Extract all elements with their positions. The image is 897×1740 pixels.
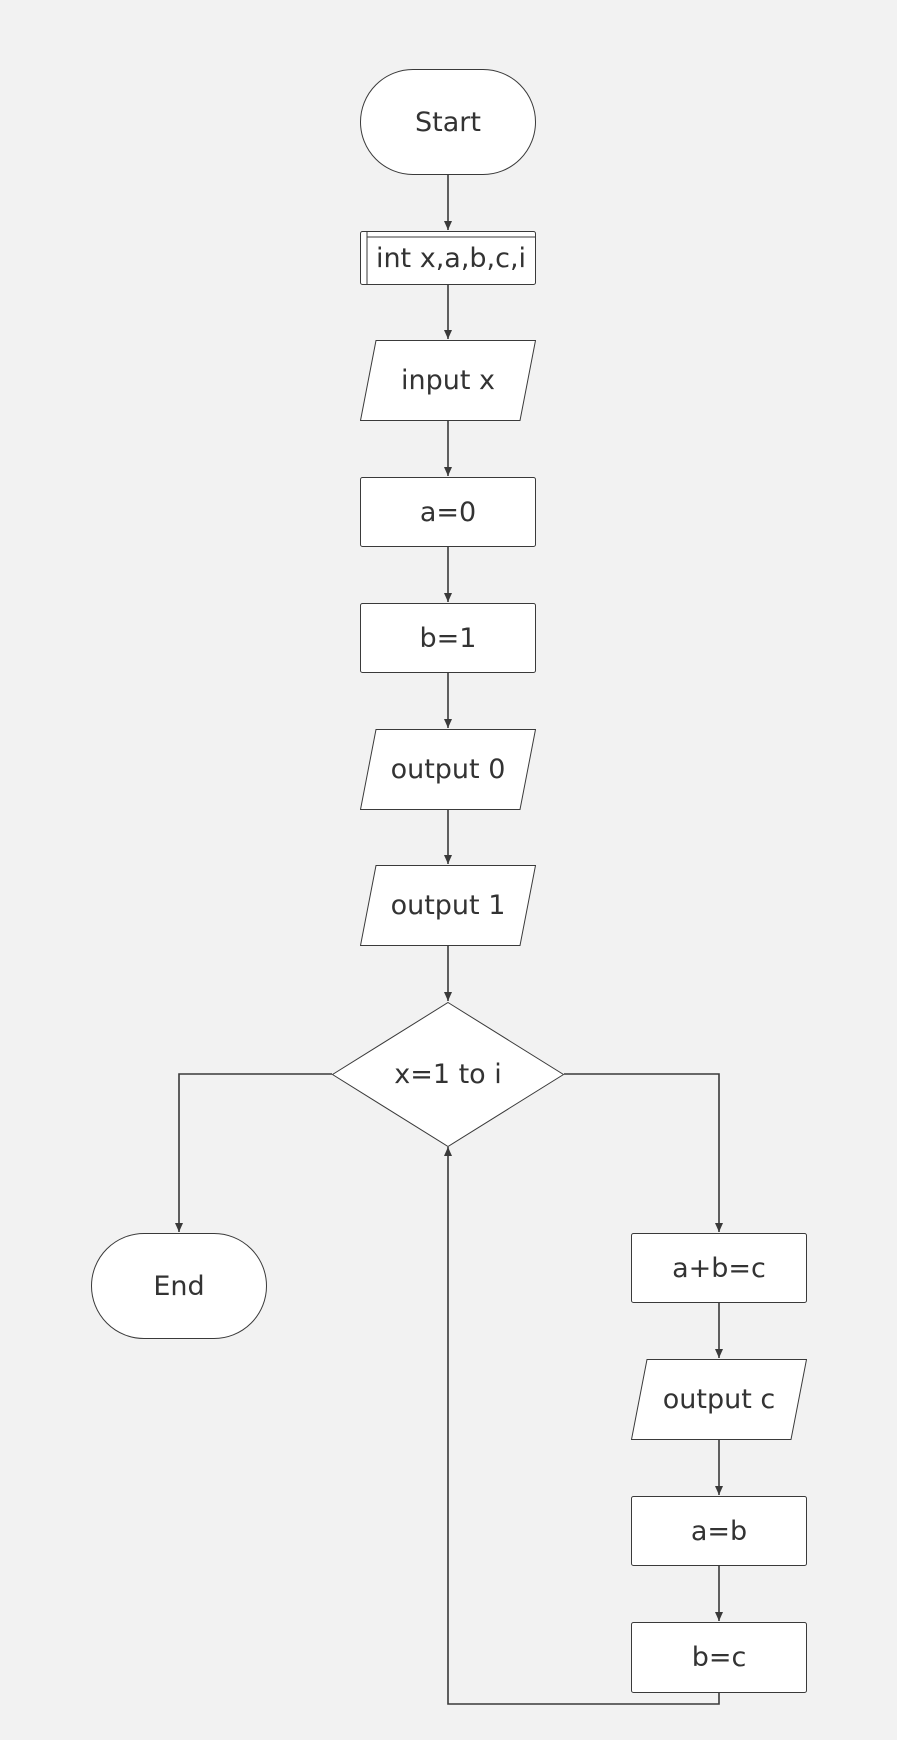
loop-decision-diamond: x=1 to i — [332, 1002, 564, 1147]
declare-label: int x,a,b,c,i — [375, 242, 527, 274]
sum-label: a+b=c — [672, 1252, 766, 1284]
output-0-label: output 0 — [390, 754, 506, 785]
a-init-label: a=0 — [419, 496, 477, 528]
a-update-process: a=b — [631, 1496, 807, 1566]
a-update-label: a=b — [690, 1515, 748, 1547]
output-c-label: output c — [662, 1384, 776, 1415]
start-terminator: Start — [360, 69, 536, 175]
output-1-label: output 1 — [390, 890, 506, 921]
a-init-process: a=0 — [360, 477, 536, 547]
output-c-parallelogram: output c — [631, 1359, 807, 1440]
end-label: End — [153, 1270, 205, 1302]
start-label: Start — [415, 106, 481, 138]
edge-bupdate-loop — [444, 1147, 720, 1705]
b-init-label: b=1 — [419, 622, 477, 654]
end-terminator: End — [91, 1233, 267, 1339]
output-0-parallelogram: output 0 — [360, 729, 536, 810]
edge-loop-sum — [564, 1073, 723, 1232]
b-update-label: b=c — [691, 1642, 747, 1673]
input-x-label: input x — [400, 365, 495, 396]
b-update-process: b=c — [631, 1622, 807, 1693]
b-init-process: b=1 — [360, 603, 536, 673]
output-1-parallelogram: output 1 — [360, 865, 536, 946]
sum-process: a+b=c — [631, 1233, 807, 1303]
edge-loop-end — [175, 1073, 332, 1232]
loop-label: x=1 to i — [394, 1059, 502, 1090]
input-x-parallelogram: input x — [360, 340, 536, 421]
declare-variables-box: int x,a,b,c,i — [360, 231, 536, 285]
